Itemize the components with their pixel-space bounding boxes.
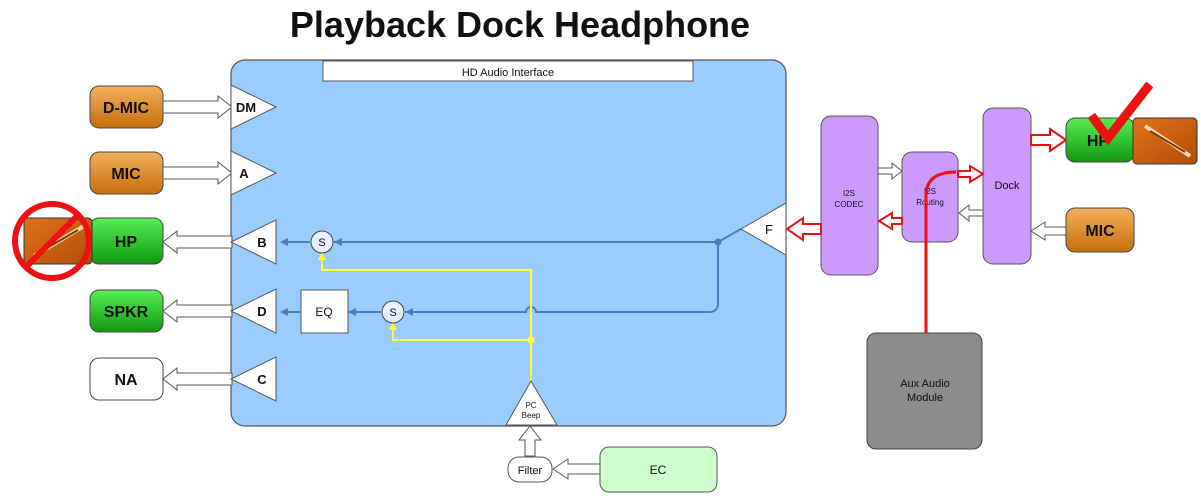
pc-beep-line1: PC — [525, 401, 536, 410]
i2s-codec-line1: I2S — [843, 189, 855, 198]
i2s-codec-block — [820, 115, 879, 276]
spkr-label: SPKR — [104, 304, 149, 321]
i2s-routing-line1: I2S — [924, 187, 936, 196]
pc-beep-line2: Beep — [522, 411, 541, 420]
arrow-d-to-spkr — [162, 298, 233, 324]
i2s-routing-line2: Routing — [916, 198, 944, 207]
headphone-plug-icon-right — [1132, 117, 1198, 165]
pin-c — [229, 356, 277, 402]
pin-dm — [230, 84, 278, 130]
arrow-codec-to-f — [785, 216, 822, 242]
aux-audio-module — [866, 332, 983, 450]
arrow-mic-to-dock — [1030, 221, 1067, 241]
arrow-routing-to-codec — [877, 211, 903, 231]
sum-node-1-label: S — [318, 237, 325, 249]
wire-junction-dot — [714, 238, 722, 246]
dock-block — [982, 107, 1032, 265]
hp-label-left: HP — [115, 234, 138, 251]
pc-beep-block — [505, 380, 558, 426]
arrow-routing-to-dock — [957, 164, 985, 184]
mic-label-right: MIC — [1085, 223, 1115, 240]
aux-line2: Module — [907, 392, 943, 404]
filter-block — [507, 456, 553, 483]
aux-line1: Aux Audio — [900, 378, 950, 390]
eq-label: EQ — [315, 305, 332, 319]
arrow-dock-to-routing — [958, 203, 984, 223]
arrow-codec-to-routing — [877, 161, 903, 181]
sum-node-2 — [381, 300, 405, 324]
pin-c-label: C — [257, 372, 267, 387]
na-label: NA — [114, 372, 138, 389]
arrow-c-to-na — [162, 366, 233, 392]
filter-label: Filter — [518, 465, 543, 477]
pin-a — [230, 150, 278, 196]
eq-block — [300, 289, 349, 334]
ec-label: EC — [650, 463, 667, 477]
sum-node-2-label: S — [389, 307, 396, 319]
i2s-codec-line2: CODEC — [835, 200, 864, 209]
pin-b — [229, 219, 277, 265]
arrow-dock-to-hp — [1030, 127, 1068, 153]
dock-label: Dock — [994, 180, 1020, 192]
pin-f-label: F — [765, 222, 773, 237]
hd-audio-label-box — [322, 60, 694, 82]
pin-b-label: B — [257, 235, 266, 250]
page-title: Playback Dock Headphone — [289, 4, 751, 45]
checkmark-icon — [1087, 81, 1154, 146]
arrow-ec-to-filter — [552, 458, 601, 480]
aux-red-path — [924, 170, 957, 333]
beep-junction-dot — [527, 336, 535, 344]
pin-d — [229, 288, 277, 334]
sum-node-1 — [310, 230, 334, 254]
arrow-filter-to-beep — [517, 425, 543, 457]
mic-label-left: MIC — [111, 166, 141, 183]
arrow-mic-to-a — [162, 160, 233, 186]
i2s-routing-block — [901, 151, 959, 243]
ec-block — [599, 446, 718, 493]
hd-audio-label: HD Audio Interface — [462, 67, 554, 79]
prohibited-sign-icon — [12, 201, 92, 281]
wire-arrowheads — [280, 238, 413, 316]
beep-arrowheads — [318, 252, 397, 330]
pin-d-label: D — [257, 304, 266, 319]
blue-signal-wires — [284, 228, 742, 313]
pin-a-label: A — [239, 166, 249, 181]
mic-device-right — [1065, 207, 1135, 253]
pin-dm-label: DM — [236, 100, 256, 115]
arrow-dmic-to-dm — [162, 94, 233, 120]
arrow-b-to-hp — [162, 229, 233, 255]
dmic-label: D-MIC — [103, 100, 150, 117]
